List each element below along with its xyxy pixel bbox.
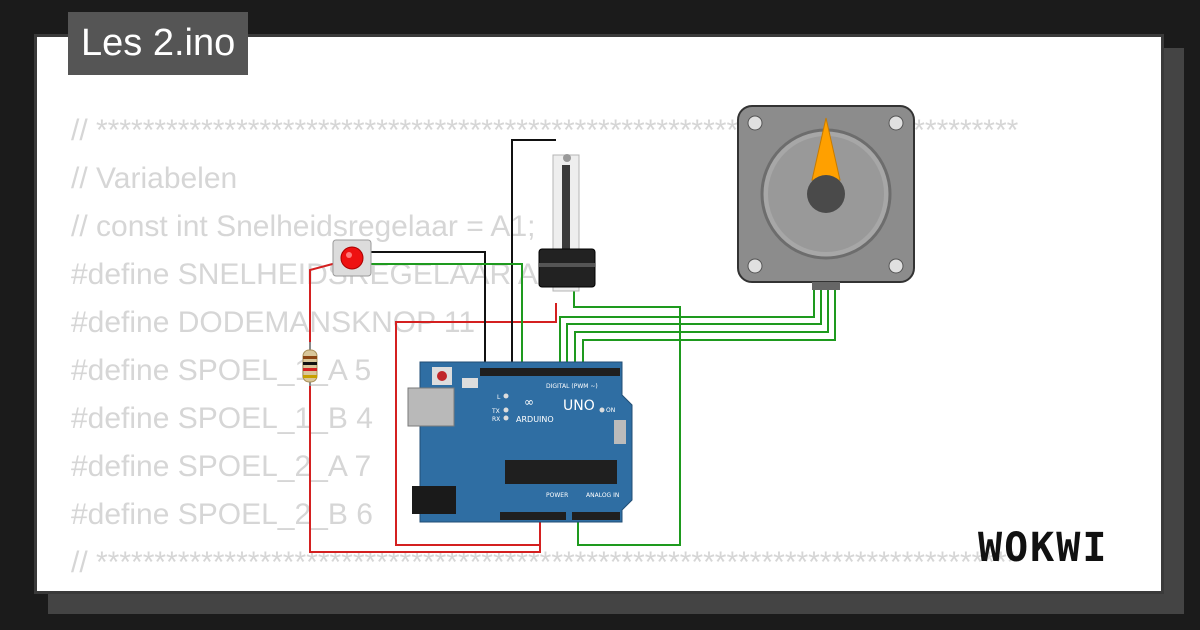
- wire-green-button: [365, 263, 523, 368]
- led-label-l: L: [497, 394, 501, 401]
- code-line: #define SPOEL_2_A 7: [71, 450, 372, 483]
- reset-button[interactable]: [437, 371, 447, 381]
- arduino-uno-label: UNO: [563, 398, 595, 414]
- project-title[interactable]: Les 2.ino: [68, 12, 249, 75]
- wire-green-motor-3: [574, 290, 829, 368]
- wire-green-motor-1: [559, 290, 815, 368]
- led-label-tx: TX: [491, 408, 500, 415]
- code-line: // *************************************…: [71, 546, 1019, 579]
- code-line: #define SPOEL_1_B 4: [71, 402, 373, 435]
- stepper-motor[interactable]: [737, 105, 915, 290]
- wokwi-logo[interactable]: WOKWI: [978, 525, 1109, 571]
- arduino-infinity-logo: ∞: [524, 395, 534, 409]
- wire-red-button: [309, 261, 541, 553]
- arduino-uno[interactable]: ∞ UNO ARDUINO DIGITAL (PWM ~) POWER ANAL…: [407, 361, 633, 523]
- code-line: #define SPOEL_1_A 5: [71, 354, 372, 387]
- analog-header: [572, 512, 620, 520]
- wire-green-motor-2: [566, 290, 822, 368]
- power-header: [500, 512, 566, 520]
- microcontroller-chip: [505, 460, 617, 484]
- wire-black-button: [365, 251, 486, 368]
- resistor[interactable]: [302, 342, 318, 386]
- digital-header: [480, 368, 620, 376]
- usb-port: [407, 387, 455, 427]
- analog-label: ANALOG IN: [586, 492, 619, 499]
- digital-label: DIGITAL (PWM ~): [546, 383, 598, 390]
- wire-green-motor-4: [582, 290, 836, 368]
- wire-red-pot: [395, 303, 557, 546]
- code-line: // const int Snelheidsregelaar = A1;: [71, 210, 536, 243]
- wire-black-pot: [511, 139, 556, 368]
- slide-potentiometer[interactable]: [538, 154, 596, 292]
- wire-green-pot: [573, 290, 681, 546]
- on-label: ON: [606, 407, 615, 414]
- code-line: // Variabelen: [71, 162, 238, 195]
- pushbutton[interactable]: [332, 239, 372, 277]
- arduino-brand-label: ARDUINO: [516, 415, 554, 424]
- code-line: #define SPOEL_2_B 6: [71, 498, 373, 531]
- power-jack: [412, 486, 456, 514]
- project-card[interactable]: // *************************************…: [34, 34, 1164, 594]
- led-label-rx: RX: [492, 416, 500, 423]
- power-label: POWER: [546, 492, 568, 499]
